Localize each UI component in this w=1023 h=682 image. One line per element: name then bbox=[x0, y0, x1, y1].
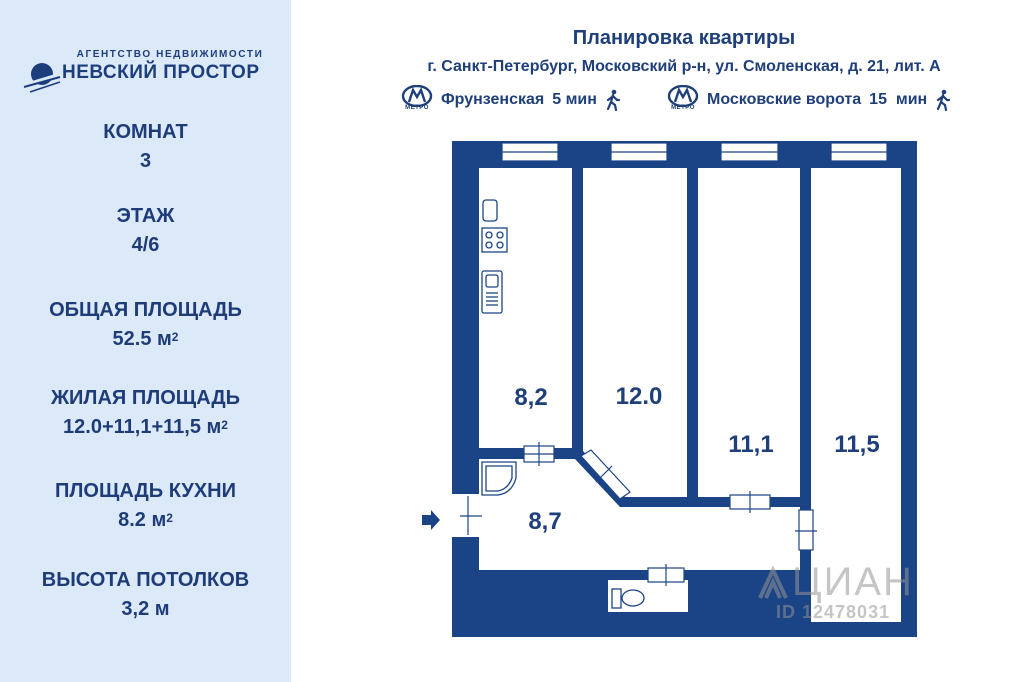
doors bbox=[460, 442, 817, 586]
stat-label: ВЫСОТА ПОТОЛКОВ bbox=[41, 569, 250, 591]
agency-tagline: АГЕНТСТВО НЕДВИЖИМОСТИ bbox=[76, 49, 264, 60]
unit-superscript: 2 bbox=[221, 418, 228, 432]
area-label-room-1: 12.0 bbox=[616, 383, 663, 410]
windows bbox=[501, 142, 888, 162]
room-hall bbox=[479, 459, 800, 570]
unit-superscript: 2 bbox=[171, 330, 179, 344]
walking-person-icon bbox=[606, 89, 621, 111]
area-label-hall: 8,7 bbox=[528, 508, 561, 535]
stat-living-area: ЖИЛАЯ ПЛОЩАДЬ 12.0+11,1+11,5 м2 bbox=[0, 384, 291, 442]
metro-logo-icon: МЕТРО bbox=[401, 84, 433, 115]
metro-station-2: МЕТРО Московские ворота 15 мин bbox=[667, 84, 951, 115]
stat-label: ЖИЛАЯ ПЛОЩАДЬ bbox=[50, 387, 240, 409]
info-sidebar: АГЕНТСТВО НЕДВИЖИМОСТИ НЕВСКИЙ ПРОСТОР К… bbox=[0, 0, 291, 682]
stat-label: ПЛОЩАДЬ КУХНИ bbox=[54, 480, 236, 502]
stat-kitchen-area: ПЛОЩАДЬ КУХНИ 8.2 м2 bbox=[0, 477, 291, 535]
stat-value: 4/6 bbox=[131, 234, 160, 256]
watermark-brand: ЦИАН bbox=[792, 560, 914, 604]
fridge-icon bbox=[482, 199, 498, 222]
sink-icon bbox=[481, 270, 503, 314]
shower-icon bbox=[481, 461, 517, 496]
stove-icon bbox=[481, 227, 508, 253]
stat-total-area: ОБЩАЯ ПЛОЩАДЬ 52.5 м2 bbox=[0, 296, 291, 354]
entry-arrow-icon bbox=[422, 510, 440, 530]
stat-label: ОБЩАЯ ПЛОЩАДЬ bbox=[49, 299, 242, 321]
area-label-room-3: 11,5 bbox=[834, 431, 879, 458]
cian-logo-icon bbox=[758, 565, 788, 599]
metro-walk-time: 5 мин bbox=[552, 91, 597, 108]
metro-station-name: Фрунзенская bbox=[441, 91, 545, 108]
room-2 bbox=[698, 168, 800, 497]
agency-logo-icon bbox=[22, 63, 62, 93]
stat-ceiling-height: ВЫСОТА ПОТОЛКОВ 3,2 м bbox=[0, 566, 291, 624]
walking-person-icon bbox=[937, 89, 951, 111]
stat-value: 3 bbox=[139, 150, 152, 172]
metro-station-name: Московские ворота bbox=[707, 91, 862, 108]
stat-rooms: КОМНАТ 3 bbox=[0, 118, 291, 176]
area-label-kitchen: 8,2 bbox=[514, 384, 547, 411]
metro-station-1: МЕТРО Фрунзенская 5 мин bbox=[401, 84, 621, 115]
stat-floor: ЭТАЖ 4/6 bbox=[0, 202, 291, 260]
unit-superscript: 2 bbox=[166, 511, 173, 525]
address: г. Санкт-Петербург, Московский р-н, ул. … bbox=[427, 58, 941, 75]
metro-walk-time: 15 мин bbox=[869, 91, 928, 108]
stat-value: 12.0+11,1+11,5 м bbox=[63, 416, 222, 438]
stat-value: 3,2 м bbox=[121, 598, 170, 620]
room-3 bbox=[811, 168, 901, 622]
stat-label: ЭТАЖ bbox=[116, 205, 175, 227]
page-title: Планировка квартиры bbox=[572, 27, 796, 49]
metro-logo-icon: МЕТРО bbox=[667, 84, 699, 115]
watermark-id: ID 12478031 bbox=[776, 602, 891, 622]
agency-name: НЕВСКИЙ ПРОСТОР bbox=[62, 62, 260, 83]
room-1 bbox=[583, 168, 687, 497]
metro-logo-caption: МЕТРО bbox=[405, 105, 429, 111]
stat-label: КОМНАТ bbox=[103, 121, 188, 143]
area-label-room-2: 11,1 bbox=[728, 431, 773, 458]
metro-logo-caption: МЕТРО bbox=[671, 105, 695, 111]
stat-value: 52.5 м bbox=[112, 328, 172, 350]
toilet-icon bbox=[611, 588, 645, 609]
stat-value: 8.2 м bbox=[118, 509, 167, 531]
